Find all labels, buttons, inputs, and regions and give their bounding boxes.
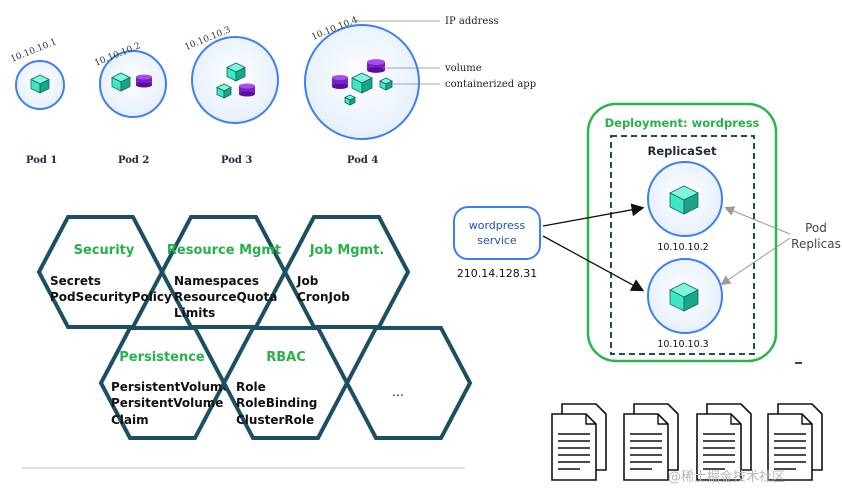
pod-3: 10.10.10.3 Pod 3	[183, 25, 279, 166]
container-cube-icon	[379, 77, 393, 91]
hex-rbac-title: RBAC	[266, 350, 306, 365]
container-cube-icon	[226, 62, 246, 82]
container-cube-icon	[216, 83, 232, 99]
volume-label: volume	[444, 63, 482, 74]
container-cube-icon	[30, 74, 50, 94]
pod-4: 10.10.10.4 Pod 4	[304, 15, 420, 166]
replicas-pointer-1	[724, 206, 791, 235]
hex-resource-line-3: Limits	[174, 306, 215, 320]
hex-security: Security Secrets PodSecurityPolicy	[36, 215, 172, 329]
container-cube-icon	[344, 94, 356, 106]
replica-pod-1-ip: 10.10.10.2	[657, 242, 708, 253]
hex-security-title: Security	[74, 243, 135, 258]
hex-more-ellipsis: ...	[392, 385, 404, 400]
hex-resource-line-2: ResourceQuota	[174, 290, 277, 304]
container-cube-icon	[111, 72, 131, 92]
pod-2-label: Pod 2	[118, 155, 149, 166]
pod-1: 10.10.10.1 Pod 1	[9, 37, 65, 166]
container-cube-icon	[669, 282, 699, 312]
hex-rbac-line-3: ClusterRole	[236, 413, 314, 427]
service-arrow-2	[542, 235, 645, 292]
deployment-diagram: wordpress service 210.14.128.31 Deployme…	[453, 102, 841, 364]
volume-cylinder-icon	[332, 74, 348, 90]
hex-rbac: RBAC Role RoleBinding ClusterRole	[221, 326, 350, 440]
pod-2: 10.10.10.2 Pod 2	[93, 41, 167, 166]
service-ip: 210.14.128.31	[457, 267, 537, 280]
hex-persistence-line-1: PersistentVolume	[111, 380, 231, 394]
hex-resource-line-1: Namespaces	[174, 274, 259, 288]
volume-cylinder-icon	[136, 74, 152, 88]
replica-pod-2-ip: 10.10.10.3	[657, 339, 708, 350]
container-cube-icon	[669, 185, 699, 215]
pod-annotations: IP address volume containerized app	[355, 16, 536, 90]
containerized-app-label: containerized app	[445, 79, 536, 90]
volume-cylinder-icon	[367, 59, 385, 73]
container-cube-icon	[351, 72, 373, 94]
hex-persistence: Persistence PersistentVolume PersitentVo…	[98, 326, 231, 440]
hex-more-shape	[344, 326, 473, 440]
watermark: @稀土掘金技术社区	[668, 469, 785, 485]
replicaset-box	[610, 135, 755, 355]
hex-resource-mgmt: Resource Mgmt Namespaces ResourceQuota L…	[159, 215, 288, 329]
hex-job-title: Job Mgmt.	[309, 243, 385, 258]
pod-1-ip: 10.10.10.1	[9, 37, 58, 65]
hex-persistence-title: Persistence	[119, 350, 205, 365]
pod-2-circle	[99, 50, 167, 118]
hex-more: ...	[344, 326, 473, 440]
hex-security-line-1: Secrets	[50, 274, 101, 288]
pod-3-label: Pod 3	[221, 155, 252, 166]
replicas-label-line-2: Replicas	[791, 237, 841, 251]
replicas-pointer-2	[720, 237, 791, 286]
document-icon	[623, 403, 679, 481]
hex-security-line-2: PodSecurityPolicy	[50, 290, 172, 304]
volume-cylinder-icon	[239, 83, 255, 97]
replicaset-title: ReplicaSet	[648, 144, 717, 158]
ip-address-label: IP address	[445, 16, 499, 27]
deployment-title: Deployment: wordpress	[605, 116, 760, 130]
pod-4-label: Pod 4	[347, 155, 378, 166]
wordpress-service-box	[453, 206, 541, 260]
document-icon	[551, 403, 607, 481]
hex-job-line-2: CronJob	[297, 290, 350, 304]
hexagon-grid: Security Secrets PodSecurityPolicy Resou…	[36, 215, 473, 440]
hex-persistence-line-2: PersitentVolume	[111, 396, 223, 410]
service-label-line-1: wordpress	[469, 219, 526, 232]
service-arrow-1	[542, 203, 645, 227]
hex-persistence-line-3: Claim	[111, 413, 149, 427]
hex-resource-title: Resource Mgmt	[167, 243, 281, 258]
hex-job-line-1: Job	[296, 274, 319, 288]
pod-1-label: Pod 1	[26, 155, 57, 166]
hex-job-mgmt: Job Mgmt. Job CronJob	[282, 215, 411, 329]
service-label-line-2: service	[477, 234, 517, 247]
hex-persistence-shape	[98, 326, 227, 440]
hex-rbac-line-2: RoleBinding	[236, 396, 317, 410]
manifest-documents	[551, 403, 823, 481]
document-icon	[767, 403, 823, 481]
hex-rbac-line-1: Role	[236, 380, 266, 394]
hex-job-shape	[282, 215, 411, 329]
hex-rbac-shape	[221, 326, 350, 440]
replicas-label-line-1: Pod	[805, 221, 827, 235]
hex-security-shape	[36, 215, 165, 329]
document-icon	[696, 403, 752, 481]
